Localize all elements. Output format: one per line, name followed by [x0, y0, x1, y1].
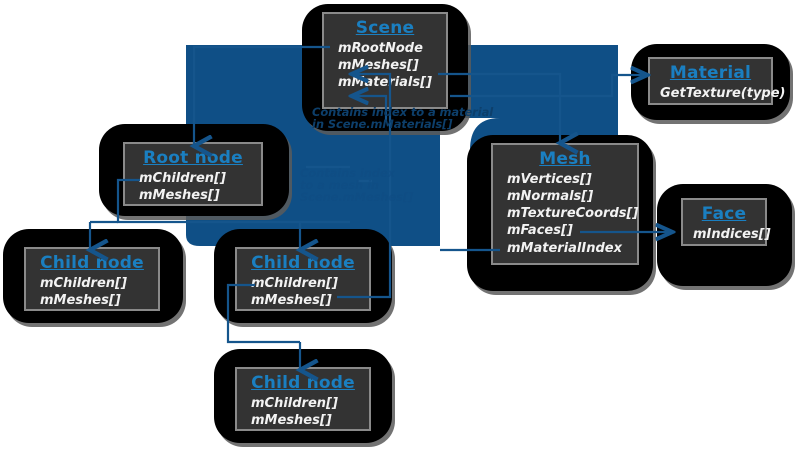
- node-field-child-middle-1: mMeshes[]: [251, 293, 332, 309]
- node-card-child-node-middle[interactable]: Child node mChildren[] mMeshes[]: [235, 247, 371, 311]
- note-mesh-index-line3: Scene.mMeshes[]: [300, 190, 414, 205]
- node-card-child-node-left[interactable]: Child node mChildren[] mMeshes[]: [24, 247, 160, 311]
- node-title-root-node: Root node: [143, 148, 243, 168]
- node-field-scene-2: mMaterials[]: [338, 75, 433, 91]
- node-card-material[interactable]: Material GetTexture(type): [648, 57, 786, 105]
- node-card-face[interactable]: Face mIndices[]: [681, 198, 771, 246]
- node-title-face: Face: [701, 204, 747, 224]
- node-card-root-node[interactable]: Root node mChildren[] mMeshes[]: [123, 142, 263, 206]
- node-field-root-node-0: mChildren[]: [139, 170, 226, 186]
- note-material-index: Contains index to a material in Scene.mM…: [312, 106, 493, 130]
- node-field-scene-0: mRootNode: [338, 40, 423, 56]
- node-field-child-middle-0: mChildren[]: [251, 275, 338, 291]
- node-title-scene: Scene: [355, 18, 415, 38]
- node-field-mesh-0: mVertices[]: [507, 171, 592, 187]
- node-field-mesh-1: mNormals[]: [507, 189, 594, 205]
- node-field-mesh-3: mFaces[]: [507, 223, 573, 239]
- note-material-index-line2: in Scene.mMaterials[]: [312, 117, 453, 132]
- node-field-child-left-0: mChildren[]: [40, 275, 127, 291]
- node-field-mesh-4: mMaterialIndex: [507, 240, 622, 256]
- node-field-root-node-1: mMeshes[]: [139, 188, 220, 204]
- node-title-child-node-bottom: Child node: [251, 373, 355, 393]
- node-title-child-node-middle: Child node: [251, 253, 355, 273]
- node-card-mesh[interactable]: Mesh mVertices[] mNormals[] mTextureCoor…: [491, 143, 639, 265]
- node-field-material-0: GetTexture(type): [660, 85, 786, 101]
- node-field-child-bottom-1: mMeshes[]: [251, 413, 332, 429]
- node-field-scene-1: mMeshes[]: [338, 58, 419, 74]
- node-title-child-node-left: Child node: [40, 253, 144, 273]
- node-title-material: Material: [669, 63, 752, 83]
- note-mesh-index: Contains index to a mesh in Scene.mMeshe…: [300, 167, 413, 203]
- node-field-child-bottom-0: mChildren[]: [251, 395, 338, 411]
- node-field-face-0: mIndices[]: [693, 226, 771, 242]
- node-card-scene[interactable]: Scene mRootNode mMeshes[] mMaterials[]: [322, 12, 448, 109]
- node-field-child-left-1: mMeshes[]: [40, 293, 121, 309]
- node-title-mesh: Mesh: [539, 149, 591, 169]
- node-card-child-node-bottom[interactable]: Child node mChildren[] mMeshes[]: [235, 367, 371, 431]
- node-field-mesh-2: mTextureCoords[]: [507, 206, 639, 222]
